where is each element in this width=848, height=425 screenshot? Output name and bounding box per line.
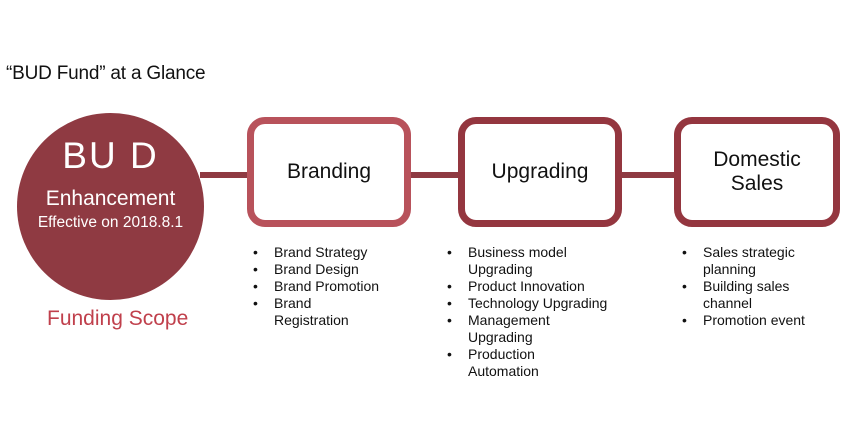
list-item: Product Innovation: [445, 278, 645, 295]
branding-box: Branding: [247, 117, 411, 227]
domestic-sales-box: Domestic Sales: [674, 117, 840, 227]
branding-box-label: Branding: [286, 160, 372, 183]
circle-subheading: Enhancement: [45, 187, 176, 210]
list-item: Business model Upgrading: [445, 244, 645, 278]
domestic-sales-list: Sales strategic planning Building sales …: [680, 244, 830, 329]
list-item: Brand Strategy: [251, 244, 431, 261]
circle-effective-date: Effective on 2018.8.1: [37, 214, 184, 231]
connector-line: [200, 172, 678, 178]
funding-scope-label: Funding Scope: [47, 307, 189, 330]
upgrading-list: Business model Upgrading Product Innovat…: [445, 244, 645, 380]
list-item: Sales strategic planning: [680, 244, 830, 278]
list-item: Brand Design: [251, 261, 431, 278]
list-item: Management Upgrading: [445, 312, 645, 346]
list-item: Building sales channel: [680, 278, 830, 312]
domestic-sales-box-label: Domestic Sales: [713, 148, 801, 195]
upgrading-box-label: Upgrading: [491, 160, 589, 183]
circle-heading: BU D: [62, 135, 159, 176]
list-item: Production Automation: [445, 346, 645, 380]
bud-circle: BU D Enhancement Effective on 2018.8.1: [17, 113, 204, 300]
list-item: Brand Promotion: [251, 278, 431, 295]
upgrading-box: Upgrading: [458, 117, 622, 227]
list-item: Promotion event: [680, 312, 830, 329]
page-title: “BUD Fund” at a Glance: [6, 63, 206, 84]
list-item: Brand Registration: [251, 295, 431, 329]
branding-list: Brand Strategy Brand Design Brand Promot…: [251, 244, 431, 329]
list-item: Technology Upgrading: [445, 295, 645, 312]
